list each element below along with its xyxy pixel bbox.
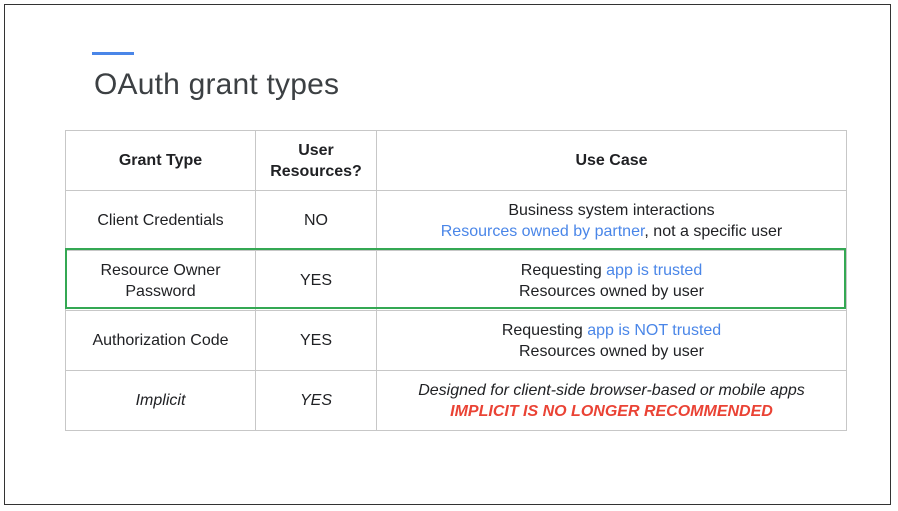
use-case-line: , not a specific user xyxy=(644,222,783,240)
cell-user-resources: YES xyxy=(255,250,377,311)
title-accent-bar xyxy=(92,52,134,55)
cell-grant-type: Client Credentials xyxy=(65,190,256,251)
header-user-resources-line1: User xyxy=(298,141,334,159)
cell-use-case: Requesting app is trusted Resources owne… xyxy=(376,250,847,311)
table-header-row: Grant Type User Resources? Use Case xyxy=(65,130,847,191)
use-case-line: Business system interactions xyxy=(508,201,715,219)
grant-type-line: Password xyxy=(125,282,196,300)
slide-title: OAuth grant types xyxy=(94,68,340,101)
table-row: Authorization Code YES Requesting app is… xyxy=(65,310,847,371)
cell-grant-type: Implicit xyxy=(65,370,256,431)
grant-types-table: Grant Type User Resources? Use Case Clie… xyxy=(65,130,847,431)
header-user-resources-line2: Resources? xyxy=(270,162,362,180)
header-use-case: Use Case xyxy=(376,130,847,191)
cell-user-resources: YES xyxy=(255,310,377,371)
use-case-line: Resources owned by user xyxy=(519,282,704,300)
deprecation-warning: IMPLICIT IS NO LONGER RECOMMENDED xyxy=(450,402,773,420)
cell-use-case: Business system interactions Resources o… xyxy=(376,190,847,251)
cell-use-case: Designed for client-side browser-based o… xyxy=(376,370,847,431)
cell-grant-type: Resource Owner Password xyxy=(65,250,256,311)
grant-type-line: Resource Owner xyxy=(100,261,221,279)
cell-use-case: Requesting app is NOT trusted Resources … xyxy=(376,310,847,371)
use-case-line: Designed for client-side browser-based o… xyxy=(418,381,805,399)
use-case-highlight-text: Resources owned by partner xyxy=(440,222,645,240)
table-row: Client Credentials NO Business system in… xyxy=(65,190,847,251)
cell-grant-type: Authorization Code xyxy=(65,310,256,371)
cell-user-resources: NO xyxy=(255,190,377,251)
table-row: Implicit YES Designed for client-side br… xyxy=(65,370,847,431)
header-user-resources: User Resources? xyxy=(255,130,377,191)
header-grant-type: Grant Type xyxy=(65,130,256,191)
use-case-highlight-text: app is trusted xyxy=(606,261,703,279)
use-case-line: Requesting xyxy=(520,261,607,279)
use-case-line: Requesting xyxy=(501,321,588,339)
use-case-line: Resources owned by user xyxy=(519,342,704,360)
cell-user-resources: YES xyxy=(255,370,377,431)
table-row: Resource Owner Password YES Requesting a… xyxy=(65,250,847,311)
use-case-highlight-text: app is NOT trusted xyxy=(587,321,722,339)
